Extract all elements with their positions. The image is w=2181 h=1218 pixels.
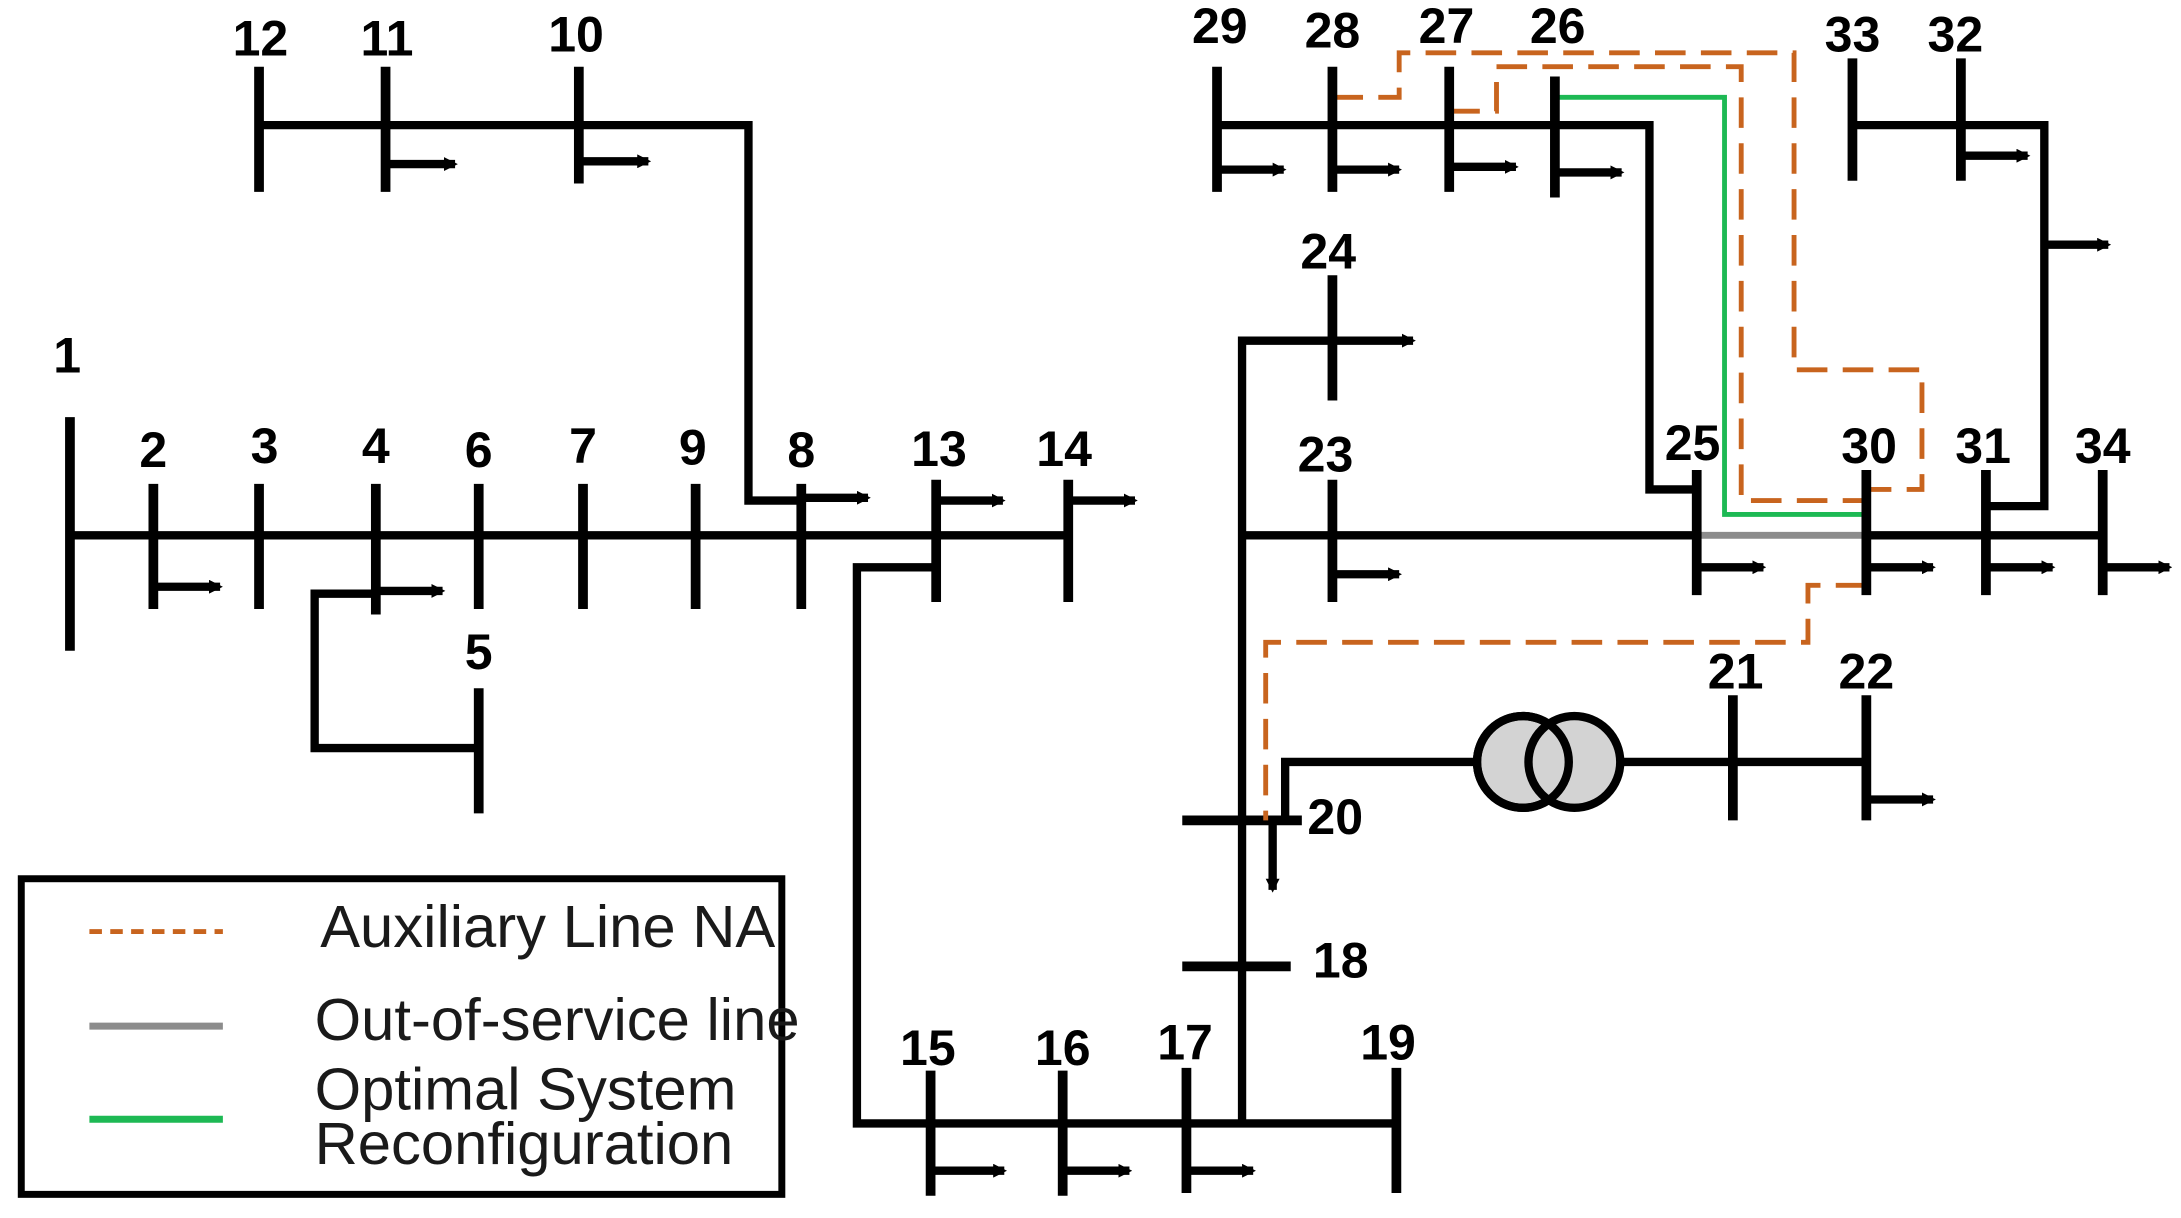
optimal-reconfiguration-line [1554, 94, 1867, 517]
bus-label-27: 27 [1419, 0, 1475, 54]
bus-label-15: 15 [900, 1020, 956, 1076]
bus-label-14: 14 [1036, 421, 1092, 477]
special-lines [1263, 50, 1925, 821]
bus-label-6: 6 [465, 422, 493, 478]
bus-label-29: 29 [1192, 0, 1248, 54]
bus-label-21: 21 [1708, 643, 1764, 699]
bus-label-9: 9 [679, 419, 707, 475]
bus-label-24: 24 [1300, 223, 1356, 279]
transformer-coil-right [1524, 711, 1625, 812]
line-13-15 [852, 563, 1397, 1128]
bus-label-5: 5 [465, 624, 493, 680]
bus-label-18: 18 [1313, 932, 1369, 988]
bus-label-23: 23 [1298, 426, 1354, 482]
line-4-5 [310, 589, 479, 753]
feeder-lines [69, 120, 2103, 1128]
bus-label-30: 30 [1841, 418, 1897, 474]
bus-label-10: 10 [548, 6, 604, 62]
line-17-24 [1237, 336, 1333, 1124]
bus-label-17: 17 [1157, 1014, 1213, 1070]
bus-label-16: 16 [1035, 1020, 1091, 1076]
bus-label-4: 4 [362, 418, 390, 474]
line-33-31 [1852, 120, 2049, 511]
legend-label-out-of-service: Out-of-service line [315, 986, 800, 1053]
bus-label-2: 2 [139, 422, 167, 478]
line-8-10 [259, 120, 802, 505]
bus-label-1: 1 [53, 328, 81, 384]
auxiliary-line-inner [1449, 64, 1867, 503]
bus-labels: 1 2 3 4 5 6 7 8 9 10 11 12 13 14 15 16 1… [53, 0, 2130, 1076]
bus-label-32: 32 [1927, 6, 1983, 62]
legend-label-auxiliary: Auxiliary Line NA [320, 893, 775, 960]
auxiliary-line-top [1332, 50, 1925, 492]
transformer [1472, 711, 1625, 812]
bus-label-8: 8 [787, 422, 815, 478]
bus-label-3: 3 [251, 418, 279, 474]
bus-label-12: 12 [233, 11, 289, 67]
bus-label-22: 22 [1839, 643, 1895, 699]
bus-label-13: 13 [911, 421, 967, 477]
legend: Auxiliary Line NA Out-of-service line Op… [17, 875, 800, 1198]
legend-label-optimal-line2: Reconfiguration [315, 1110, 734, 1177]
bus-label-11: 11 [360, 11, 413, 67]
bus-label-7: 7 [569, 418, 597, 474]
bus-label-20: 20 [1307, 789, 1363, 845]
transformer-coil-left-outline [1472, 711, 1573, 812]
bus-label-34: 34 [2075, 418, 2131, 474]
bus-label-33: 33 [1825, 6, 1881, 62]
legend-label-optimal-line1: Optimal System [315, 1056, 737, 1123]
line-20-21 [1280, 757, 1478, 821]
bus-label-31: 31 [1955, 418, 2011, 474]
bus-label-19: 19 [1360, 1014, 1416, 1070]
loads [153, 148, 2173, 1178]
line-29-25 [1217, 120, 1697, 494]
bus-label-26: 26 [1530, 0, 1586, 54]
bus-label-25: 25 [1665, 415, 1721, 471]
auxiliary-line-bottom [1263, 582, 1867, 821]
legend-box [17, 875, 786, 1198]
bus-label-28: 28 [1305, 2, 1361, 58]
